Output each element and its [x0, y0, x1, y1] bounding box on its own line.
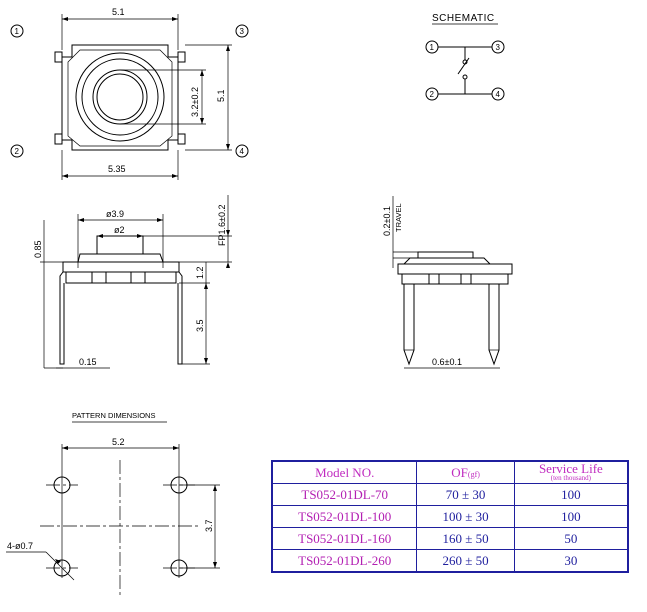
cell-model: TS052-01DL-260 [271, 549, 418, 573]
pattern-dimensions: PATTERN DIMENSIONS 5.2 3.7 4-ø0.7 [6, 411, 220, 595]
pin-label-2: 2 [15, 147, 20, 156]
schem-pin-4: 4 [496, 90, 501, 99]
top-view: 5.1 3.2±0.2 5.1 5.35 [10, 7, 249, 180]
pattern-title: PATTERN DIMENSIONS [72, 411, 155, 420]
table-row: TS052-01DL-100 100 ± 30 100 [271, 505, 629, 528]
cell-of: 160 ± 50 [416, 527, 515, 550]
side-view-side: 0.2±0.1 TRAVEL 0.6±0.1 [382, 196, 513, 369]
dim-left: 0.85 [33, 240, 43, 258]
dim-width-top: 5.1 [112, 7, 125, 17]
dim-holes: 4-ø0.7 [7, 541, 33, 551]
dim-height-right: 5.1 [216, 89, 226, 102]
schem-pin-1: 1 [430, 43, 435, 52]
side-view-front: ø3.9 ø2 FP1.6±0.2 1.2 3.5 [33, 195, 232, 369]
dim-pin-length: 3.5 [195, 319, 205, 332]
cell-life: 100 [513, 505, 629, 528]
dim-pin-width: 0.6±0.1 [432, 357, 462, 367]
cell-model: TS052-01DL-70 [271, 483, 418, 506]
schem-pin-3: 3 [496, 43, 501, 52]
cell-of: 260 ± 50 [416, 549, 515, 573]
dim-dia-inner: ø2 [114, 225, 125, 235]
dim-pattern-height: 3.7 [204, 519, 214, 532]
dim-body-height: 1.2 [195, 266, 205, 279]
header-service-life: Service Life (ten thousand) [513, 460, 629, 484]
dim-thickness: 0.15 [79, 357, 97, 367]
cell-of: 70 ± 30 [416, 483, 515, 506]
dim-width-bottom: 5.35 [108, 164, 126, 174]
cell-life: 30 [513, 549, 629, 573]
table-row: TS052-01DL-70 70 ± 30 100 [271, 483, 629, 506]
header-operating-force: OF(gf) [416, 460, 515, 484]
table-row: TS052-01DL-160 160 ± 50 50 [271, 527, 629, 550]
spec-table: Model NO. OF(gf) Service Life (ten thous… [271, 460, 629, 573]
dim-pattern-width: 5.2 [112, 437, 125, 447]
schematic-title: SCHEMATIC [432, 13, 495, 24]
cell-model: TS052-01DL-100 [271, 505, 418, 528]
dim-inner-dia: 3.2±0.2 [190, 87, 200, 117]
pin-label-3: 3 [240, 27, 245, 36]
dim-dia-outer: ø3.9 [106, 209, 124, 219]
header-model: Model NO. [271, 460, 418, 484]
dim-stem-height: FP1.6±0.2 [217, 205, 227, 246]
table-row: TS052-01DL-260 260 ± 50 30 [271, 549, 629, 573]
cell-of: 100 ± 30 [416, 505, 515, 528]
cell-model: TS052-01DL-160 [271, 527, 418, 550]
pin-label-1: 1 [15, 27, 20, 36]
cell-life: 100 [513, 483, 629, 506]
table-header-row: Model NO. OF(gf) Service Life (ten thous… [271, 460, 629, 484]
schem-pin-2: 2 [430, 90, 435, 99]
schematic: SCHEMATIC 1 3 2 4 [425, 13, 505, 101]
pin-label-4: 4 [240, 147, 245, 156]
dim-travel: 0.2±0.1 [382, 206, 392, 236]
travel-label: TRAVEL [394, 203, 403, 232]
cell-life: 50 [513, 527, 629, 550]
